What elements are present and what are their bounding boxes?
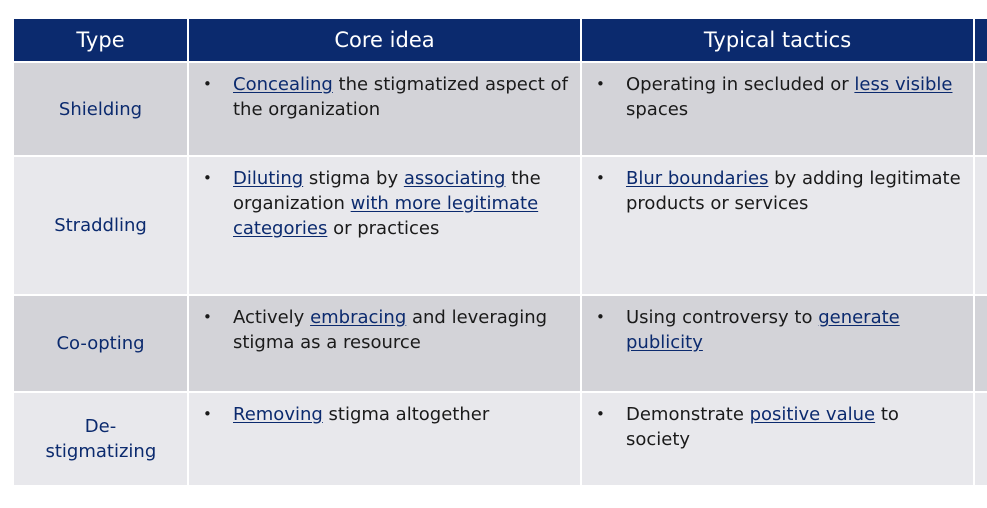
- key-phrase: associating: [403, 168, 506, 189]
- text-segment: Operating in secluded or: [626, 74, 855, 95]
- type-label: Shielding: [58, 98, 143, 120]
- bullet-icon: •: [596, 75, 605, 93]
- tactics-text: Blur boundaries by adding legitimate pro…: [626, 168, 961, 214]
- bullet-icon: •: [596, 308, 605, 326]
- header-extra-column: [974, 19, 987, 63]
- core-idea-text: Concealing the stigmatized aspect of the…: [233, 74, 568, 120]
- stigma-strategies-table-wrapper: Type Core idea Typical tactics Shielding…: [14, 19, 987, 488]
- header-type: Type: [14, 19, 189, 63]
- extra-cell: [974, 156, 987, 296]
- stigma-strategies-table: Type Core idea Typical tactics Shielding…: [14, 19, 987, 487]
- key-phrase: Diluting: [233, 168, 304, 189]
- text-segment: and leveraging stigma as a resource: [233, 307, 548, 353]
- type-cell: Co-opting: [14, 295, 189, 393]
- text-segment: Demonstrate: [626, 404, 750, 425]
- type-label: De-stigmatizing: [45, 416, 157, 462]
- text-segment: stigma altogether: [322, 404, 490, 425]
- list-item: • Blur boundaries by adding legitimate pr…: [582, 157, 973, 216]
- tactics-text: Using controversy to generate publicity: [626, 307, 900, 353]
- core-idea-text: Actively embracing and leveraging stigma…: [233, 307, 547, 353]
- key-phrase: with more legitimate categories: [233, 193, 539, 239]
- tactics-text: Demonstrate positive value to society: [626, 404, 899, 450]
- table-row: Straddling • Diluting stigma by associati…: [14, 156, 987, 296]
- core-idea-cell: • Actively embracing and leveraging stigm…: [188, 295, 582, 393]
- list-item: • Demonstrate positive value to society: [582, 393, 973, 452]
- list-item: • Operating in secluded or less visible s…: [582, 63, 973, 122]
- tactics-cell: • Blur boundaries by adding legitimate pr…: [581, 156, 975, 296]
- text-segment: Using controversy to: [626, 307, 819, 328]
- table-header-row: Type Core idea Typical tactics: [14, 19, 987, 63]
- text-segment: to society: [626, 404, 899, 450]
- extra-cell: [974, 62, 987, 157]
- header-typical-tactics: Typical tactics: [581, 19, 975, 63]
- core-idea-cell: • Removing stigma altogether: [188, 392, 582, 487]
- tactics-cell: • Demonstrate positive value to society: [581, 392, 975, 487]
- text-segment: or practices: [327, 218, 440, 239]
- list-item: • Using controversy to generate publicity: [582, 296, 973, 355]
- key-phrase: Concealing: [233, 74, 333, 95]
- extra-cell: [974, 295, 987, 393]
- text-segment: spaces: [626, 99, 689, 120]
- key-phrase: embracing: [310, 307, 407, 328]
- text-segment: the organization: [233, 168, 541, 214]
- text-segment: stigma by: [303, 168, 404, 189]
- list-item: • Concealing the stigmatized aspect of th…: [189, 63, 580, 122]
- bullet-icon: •: [203, 308, 212, 326]
- text-segment: Actively: [233, 307, 311, 328]
- key-phrase: less visible: [854, 74, 953, 95]
- key-phrase: generate publicity: [626, 307, 900, 353]
- type-label: Co-opting: [56, 333, 145, 354]
- extra-cell: [974, 392, 987, 487]
- bullet-icon: •: [203, 405, 212, 423]
- type-cell: Straddling: [14, 156, 189, 296]
- table-row: De-stigmatizing • Removing stigma altoget…: [14, 392, 987, 487]
- table-row: Shielding • Concealing the stigmatized as…: [14, 62, 987, 157]
- tactics-cell: • Using controversy to generate publicity: [581, 295, 975, 393]
- bullet-icon: •: [203, 169, 212, 187]
- text-segment: the stigmatized aspect of the organizati…: [233, 74, 568, 120]
- tactics-cell: • Operating in secluded or less visible s…: [581, 62, 975, 157]
- key-phrase: Removing: [233, 404, 323, 425]
- key-phrase: positive value: [749, 404, 876, 425]
- core-idea-cell: • Diluting stigma by associating the orga…: [188, 156, 582, 296]
- type-cell: De-stigmatizing: [14, 392, 189, 487]
- list-item: • Removing stigma altogether: [189, 393, 580, 427]
- type-label: Straddling: [54, 215, 147, 236]
- header-core-idea: Core idea: [188, 19, 582, 63]
- bullet-icon: •: [596, 169, 605, 187]
- text-segment: by adding legitimate products or service…: [626, 168, 961, 214]
- bullet-icon: •: [203, 75, 212, 93]
- core-idea-text: Removing stigma altogether: [233, 404, 489, 425]
- bullet-icon: •: [596, 405, 605, 423]
- tactics-text: Operating in secluded or less visible sp…: [626, 74, 952, 120]
- list-item: • Diluting stigma by associating the orga…: [189, 157, 580, 241]
- table-row: Co-opting • Actively embracing and levera…: [14, 295, 987, 393]
- core-idea-text: Diluting stigma by associating the organ…: [233, 168, 541, 239]
- core-idea-cell: • Concealing the stigmatized aspect of th…: [188, 62, 582, 157]
- type-cell: Shielding: [14, 62, 189, 157]
- list-item: • Actively embracing and leveraging stigm…: [189, 296, 580, 355]
- key-phrase: Blur boundaries: [626, 168, 769, 189]
